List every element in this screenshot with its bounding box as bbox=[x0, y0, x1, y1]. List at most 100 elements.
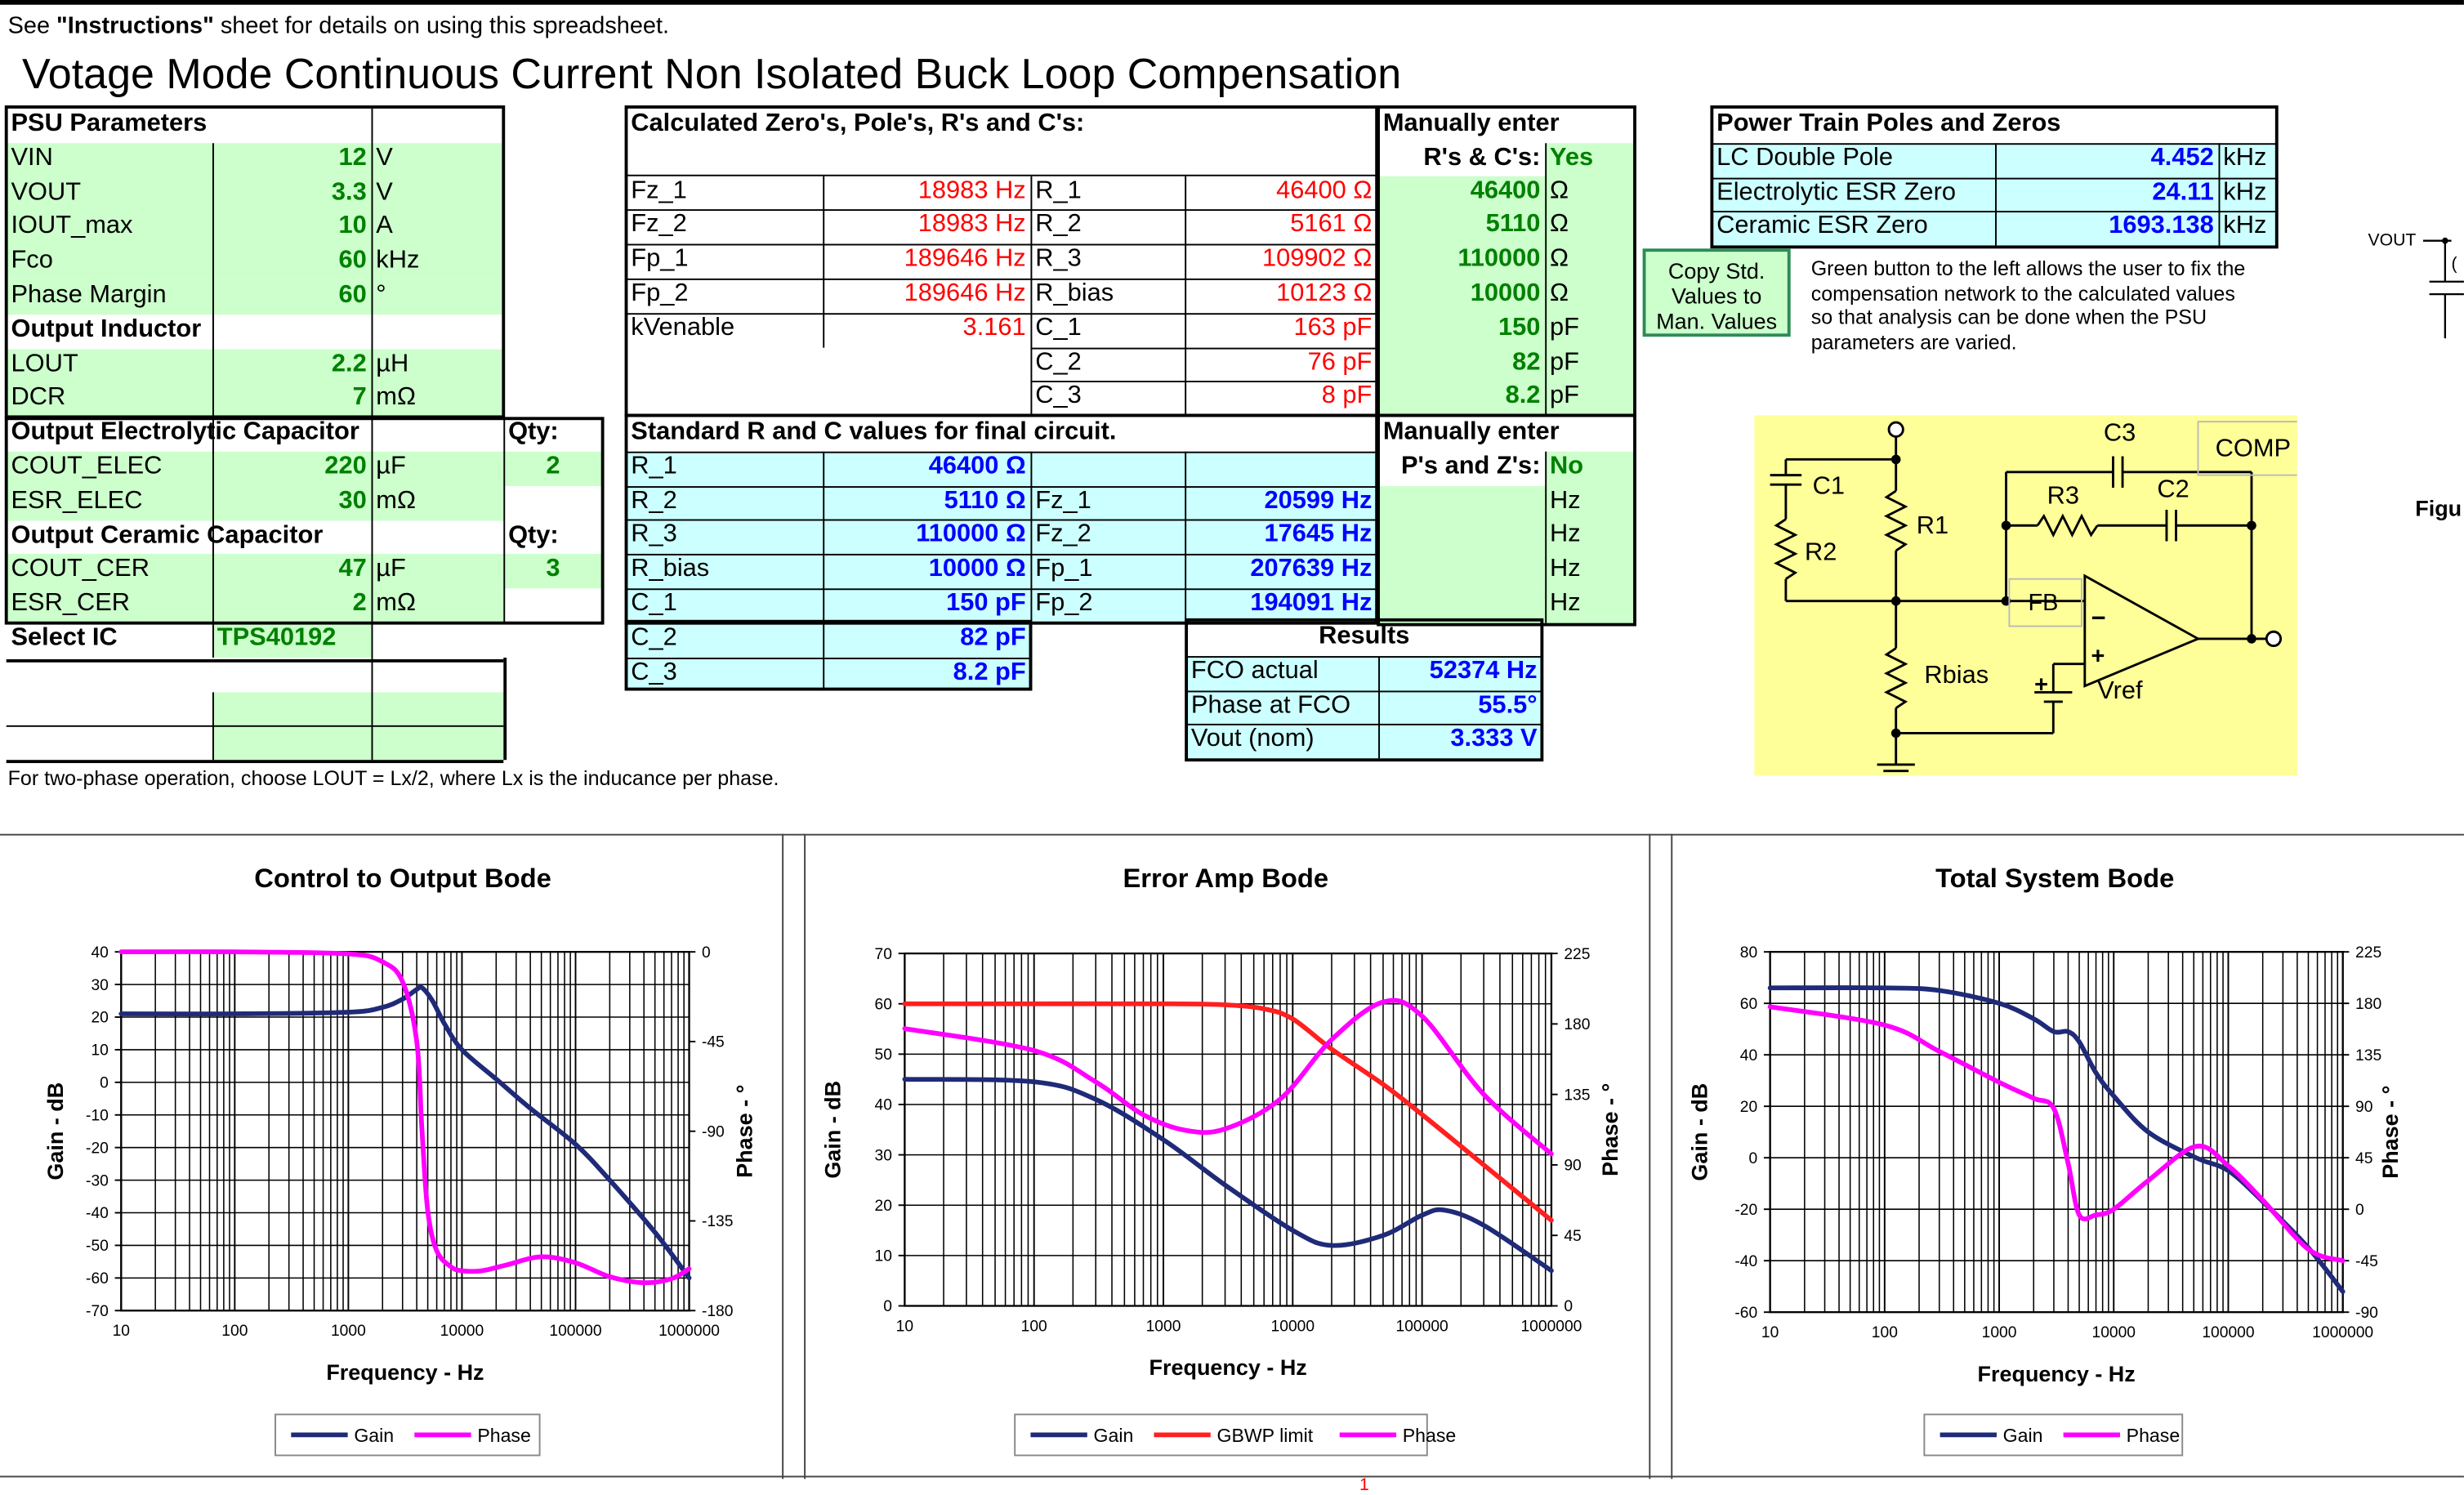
note-bold: "Instructions" bbox=[56, 12, 214, 40]
y2-tick-label: 0 bbox=[2355, 1202, 2364, 1219]
gridline bbox=[1186, 655, 1542, 658]
y2-tick-label: 225 bbox=[1564, 946, 1590, 963]
gridline bbox=[6, 725, 504, 728]
label-plus: + bbox=[2091, 644, 2105, 670]
psu-param-value[interactable]: 12 bbox=[212, 142, 372, 177]
manual-pz-border bbox=[1377, 413, 1636, 627]
chart-grid bbox=[1763, 951, 2350, 1314]
manual-rc-value[interactable]: 46400 bbox=[1378, 175, 1546, 210]
series-line-phase bbox=[118, 949, 692, 1286]
gridline bbox=[626, 520, 1377, 522]
copy-std-values-button[interactable]: Copy Std. Values to Man. Values bbox=[1642, 248, 1791, 337]
ceramic-label: ESR_CER bbox=[6, 588, 212, 623]
manual-pz-value[interactable] bbox=[1378, 554, 1546, 589]
electrolytic-qty: 2 bbox=[503, 451, 603, 486]
manual-pz-value[interactable] bbox=[1378, 588, 1546, 623]
standard-value: 110000 Ω bbox=[823, 520, 1031, 555]
manual-pz-value[interactable] bbox=[1378, 520, 1546, 555]
manual-rc-enable-toggle[interactable]: Yes bbox=[1545, 142, 1636, 177]
manual-rc-unit: Ω bbox=[1545, 175, 1636, 210]
power-train-header: Power Train Poles and Zeros bbox=[1716, 109, 2061, 137]
standard-name: R_1 bbox=[626, 451, 824, 486]
copy-button-label-2: Values to bbox=[1671, 283, 1762, 309]
y-tick-label: -50 bbox=[86, 1238, 109, 1255]
calc-value-1: 18983 Hz bbox=[917, 211, 1026, 239]
calc-value-2: 5161 Ω bbox=[1290, 211, 1373, 239]
psu-block-border bbox=[4, 105, 506, 419]
y2-tick-label: 135 bbox=[1564, 1087, 1590, 1104]
y-axis-label: Gain - dB bbox=[43, 1082, 68, 1180]
psu-param-value[interactable]: 60 bbox=[212, 279, 372, 315]
gridline bbox=[626, 173, 1377, 176]
manual-rc-value[interactable]: 150 bbox=[1378, 312, 1546, 347]
y2-tick-label: -180 bbox=[702, 1303, 734, 1320]
copy-note-line-3: so that analysis can be done when the PS… bbox=[1810, 305, 2207, 329]
y2-tick-label: -45 bbox=[702, 1034, 725, 1051]
psu-param-value[interactable]: 10 bbox=[212, 211, 372, 246]
sheet-title: Votage Mode Continuous Current Non Isola… bbox=[21, 50, 1402, 98]
gridline bbox=[626, 623, 1377, 625]
psu-param-label: VOUT bbox=[6, 176, 212, 212]
electrolytic-value[interactable]: 220 bbox=[212, 451, 372, 486]
psu-param-unit: kHz bbox=[371, 245, 504, 280]
manual-pz-enable-toggle[interactable]: No bbox=[1545, 451, 1636, 486]
calc-value-2: 46400 Ω bbox=[1276, 176, 1373, 204]
inductor-value[interactable]: 7 bbox=[212, 382, 372, 417]
calc-name-1: Fp_1 bbox=[631, 245, 689, 273]
standard-name: R_3 bbox=[626, 520, 824, 555]
manual-rc-value[interactable]: 110000 bbox=[1378, 243, 1546, 279]
y-tick-label: -70 bbox=[86, 1303, 109, 1320]
y-tick-label: -30 bbox=[86, 1172, 109, 1189]
psu-param-label: Fco bbox=[6, 245, 212, 280]
label-r3: R3 bbox=[2047, 480, 2079, 509]
psu-param-unit: V bbox=[371, 176, 504, 212]
x-tick-label: 10000 bbox=[1271, 1318, 1315, 1335]
standard-freq-name: Fz_1 bbox=[1030, 485, 1185, 520]
electrolytic-value[interactable]: 30 bbox=[212, 485, 372, 520]
x-tick-label: 10 bbox=[1761, 1324, 1779, 1341]
ceramic-value[interactable]: 2 bbox=[212, 588, 372, 623]
manual-rc-value[interactable]: 10000 bbox=[1378, 278, 1546, 313]
results-border bbox=[1185, 618, 1544, 762]
standard-value: 150 pF bbox=[823, 588, 1031, 623]
y-tick-label: 50 bbox=[875, 1046, 892, 1064]
label-minus: − bbox=[2091, 604, 2106, 632]
manual-rc-header-1: Manually enter bbox=[1382, 109, 1560, 137]
y-tick-label: -60 bbox=[1734, 1305, 1757, 1322]
manual-rc-value[interactable]: 82 bbox=[1378, 346, 1546, 382]
y-tick-label: -40 bbox=[86, 1205, 109, 1222]
qty-header: Qty: bbox=[508, 521, 559, 549]
gridline bbox=[626, 451, 1377, 453]
x-tick-label: 100 bbox=[221, 1323, 248, 1340]
result-value: 3.333 V bbox=[1378, 724, 1542, 759]
ceramic-value[interactable]: 47 bbox=[212, 554, 372, 589]
manual-rc-header-2: R's & C's: bbox=[1423, 144, 1541, 172]
y2-axis-label: Phase - ° bbox=[2378, 1086, 2403, 1179]
y-tick-label: -10 bbox=[86, 1108, 109, 1125]
y2-tick-label: -90 bbox=[702, 1123, 725, 1140]
inductor-value[interactable]: 2.2 bbox=[212, 348, 372, 383]
standard-freq-value bbox=[1185, 451, 1377, 486]
y-tick-label: 40 bbox=[1740, 1047, 1757, 1064]
gridline bbox=[626, 209, 1377, 212]
manual-rc-value[interactable]: 8.2 bbox=[1378, 381, 1546, 416]
label-c1: C1 bbox=[1813, 471, 1845, 500]
series-line-gain bbox=[118, 984, 692, 1281]
manual-pz-header-1: Manually enter bbox=[1382, 418, 1560, 446]
manual-pz-unit: Hz bbox=[1545, 520, 1636, 555]
edge-cut-text: ( bbox=[2451, 254, 2457, 274]
manual-pz-value[interactable] bbox=[1378, 485, 1546, 520]
y-tick-label: -20 bbox=[1734, 1202, 1757, 1219]
y2-tick-label: -90 bbox=[2355, 1305, 2378, 1322]
series-line-gbwp-limit bbox=[902, 1001, 1554, 1223]
psu-param-value[interactable]: 3.3 bbox=[212, 176, 372, 212]
psu-header: PSU Parameters bbox=[11, 109, 208, 137]
psu-param-unit: A bbox=[371, 211, 504, 246]
manual-rc-value[interactable]: 5110 bbox=[1378, 209, 1546, 244]
psu-param-value[interactable]: 60 bbox=[212, 245, 372, 280]
select-ic-dropdown[interactable]: TPS40192 bbox=[212, 623, 372, 658]
note-post: sheet for details on using this spreadsh… bbox=[213, 12, 670, 40]
